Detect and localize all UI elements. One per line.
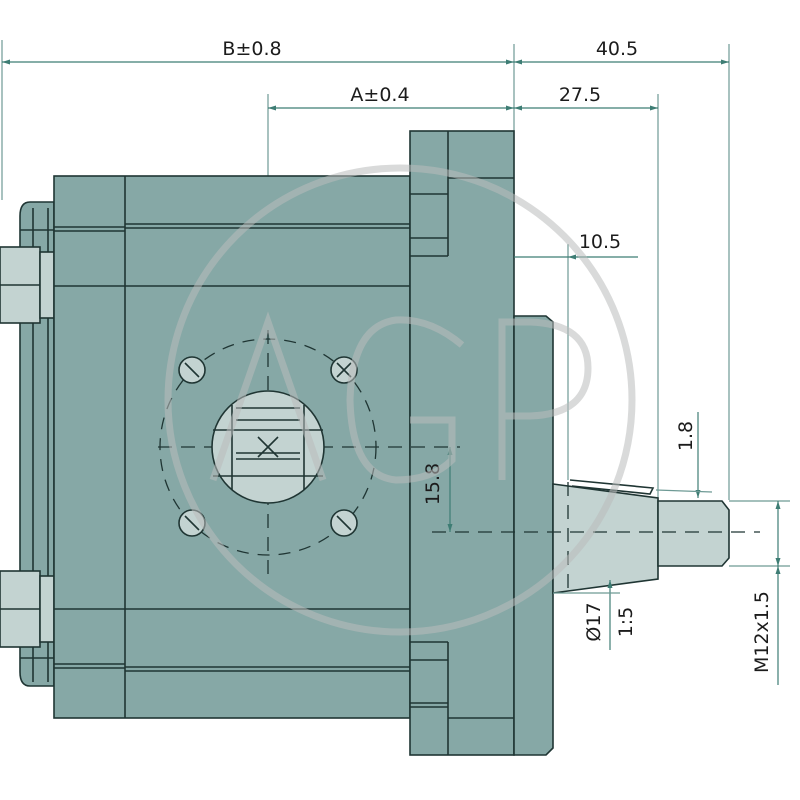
drive-shaft — [552, 479, 730, 594]
dim-label-27-5: 27.5 — [559, 84, 601, 106]
dim-label-B: B±0.8 — [222, 38, 281, 60]
pilot-spigot — [513, 315, 554, 756]
dim-label-40-5: 40.5 — [596, 38, 638, 60]
agp-watermark — [164, 164, 636, 636]
port-plug-bottom — [0, 570, 55, 648]
dimension-10-5: 10.5 — [514, 231, 638, 480]
port-opening — [211, 390, 325, 504]
dimension-1-8: 1.8 — [655, 412, 713, 498]
dim-label-diameter-17: Ø17 — [583, 602, 605, 641]
dimension-taper-diameter: Ø17 1:5 — [553, 580, 637, 650]
dimension-shaft-total: 40.5 — [514, 38, 730, 500]
port-pattern — [158, 330, 460, 575]
dimension-27-5: 27.5 — [514, 84, 659, 500]
dim-label-A: A±0.4 — [350, 84, 409, 106]
dim-label-1-8: 1.8 — [675, 421, 697, 451]
front-flange — [409, 130, 515, 756]
port-plug-top — [0, 246, 55, 324]
dimension-overall-length: B±0.8 — [1, 38, 515, 260]
dimension-thread: M12x1.5 — [729, 500, 790, 685]
dim-label-thread: M12x1.5 — [751, 591, 773, 673]
bolt-hole-top-left — [178, 356, 206, 384]
dim-label-10-5: 10.5 — [579, 231, 621, 253]
dim-label-taper-ratio: 1:5 — [615, 607, 637, 638]
bolt-hole-bottom-right — [330, 509, 358, 537]
